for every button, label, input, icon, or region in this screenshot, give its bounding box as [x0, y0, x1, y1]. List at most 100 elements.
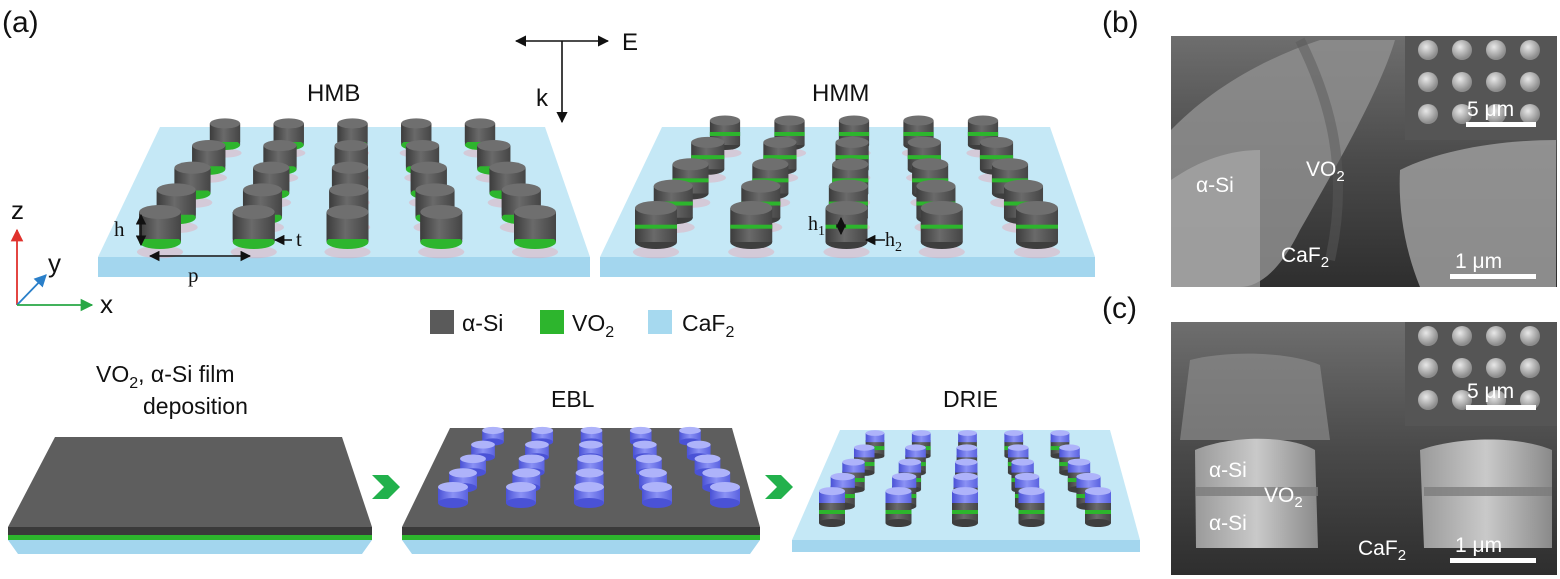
- sem-c-back-pillar: [1180, 353, 1330, 440]
- coordinate-axes: z y x: [10, 195, 113, 319]
- h2-label: h2: [885, 229, 902, 255]
- sem-b-label-si: α-Si: [1196, 174, 1234, 197]
- sem-image-b: α-Si VO2 CaF2 1 μm 5 μm: [1171, 36, 1557, 287]
- t-label: t: [296, 227, 302, 251]
- hmm-substrate-side: [600, 257, 1095, 277]
- panel-a-label: (a): [2, 6, 39, 39]
- sem-b-scale-bar-main: [1450, 274, 1536, 279]
- polarization-indicator: E k: [514, 29, 638, 124]
- inset-pillar-dot: [1520, 358, 1540, 378]
- hmm-array: [600, 115, 1095, 277]
- process-arrow-2: [765, 475, 793, 499]
- drie-pillar: [1018, 487, 1045, 527]
- hmm-pillar: [728, 201, 775, 259]
- legend-caf2-label: CaF2: [682, 310, 734, 341]
- sem-c-label-si-top: α-Si: [1209, 459, 1247, 482]
- inset-pillar-dot: [1418, 40, 1438, 60]
- film-front: [8, 527, 372, 535]
- inset-pillar-dot: [1486, 40, 1506, 60]
- sem-b-vo2-band: [1295, 37, 1343, 262]
- hmb-pillar: [230, 205, 277, 259]
- inset-pillar-dot: [1418, 326, 1438, 346]
- film-substrate: [8, 540, 372, 554]
- y-axis: [16, 274, 47, 306]
- legend-si-swatch: [430, 310, 454, 334]
- inset-pillar-dot: [1520, 326, 1540, 346]
- sem-b-pillar-row-1-shadow: [1171, 150, 1260, 287]
- step3-label: DRIE: [943, 386, 998, 412]
- inset-pillar-dot: [1418, 390, 1438, 410]
- e-field-label: E: [622, 29, 638, 56]
- hmb-pillar: [324, 205, 371, 259]
- film-vo2-layer: [8, 535, 372, 540]
- hmb-substrate-side: [98, 257, 590, 277]
- hmm-pillar: [918, 201, 965, 259]
- drie-pillar: [819, 487, 845, 527]
- y-axis-label: y: [48, 248, 61, 278]
- inset-pillar-dot: [1452, 358, 1472, 378]
- sem-c-vo2-band-left: [1196, 487, 1318, 496]
- sem-b-label-caf2: CaF2: [1281, 244, 1329, 271]
- hmb-pillar: [511, 205, 559, 259]
- inset-pillar-dot: [1520, 104, 1540, 124]
- hmb-pillar: [136, 205, 184, 259]
- step2-label: EBL: [551, 386, 595, 412]
- inset-pillar-dot: [1418, 72, 1438, 92]
- inset-pillar-dot: [1486, 358, 1506, 378]
- inset-pillar-dot: [1418, 104, 1438, 124]
- legend-si-label: α-Si: [462, 310, 503, 336]
- hmm-dimensions: h1 h2: [808, 213, 902, 255]
- drie-sample: [792, 430, 1140, 552]
- legend-vo2-swatch: [540, 310, 564, 334]
- legend-caf2-swatch: [648, 310, 672, 334]
- hmm-title: HMM: [812, 80, 869, 107]
- sem-b-inset-dots: [1418, 40, 1540, 124]
- hmm-pillar: [1013, 201, 1061, 259]
- sem-b-scale-bar-inset: [1466, 122, 1536, 127]
- sem-c-label-caf2: CaF2: [1358, 537, 1406, 564]
- inset-pillar-dot: [1452, 104, 1472, 124]
- sem-c-label-vo2: VO2: [1264, 484, 1303, 511]
- sem-c-scale-label-main: 1 μm: [1455, 534, 1502, 557]
- ebl-vo2-layer: [402, 535, 760, 540]
- sem-c-label-si-bottom: α-Si: [1209, 512, 1247, 535]
- ebl-pillar: [710, 482, 740, 508]
- panel-a: (a) E k HMB h t p HMM h: [2, 6, 1140, 554]
- inset-pillar-dot: [1486, 326, 1506, 346]
- step1-label-line2: deposition: [143, 393, 248, 419]
- inset-pillar-dot: [1452, 40, 1472, 60]
- inset-pillar-dot: [1486, 72, 1506, 92]
- sem-image-c: α-Si VO2 α-Si CaF2 1 μm 5 μm: [1171, 322, 1557, 575]
- h1-label: h1: [808, 213, 825, 239]
- sem-c-scale-label-inset: 5 μm: [1467, 380, 1514, 403]
- ebl-pillar: [438, 482, 468, 508]
- step1-label-line1: VO2, α-Si film: [96, 361, 235, 392]
- hmm-pillar: [823, 201, 870, 259]
- sem-c-scale-bar-inset: [1466, 405, 1536, 410]
- sem-c-vo2-band-right: [1424, 487, 1552, 496]
- deposition-film: [8, 437, 372, 554]
- film-top: [8, 437, 372, 527]
- sem-b-scale-label-main: 1 μm: [1455, 250, 1502, 273]
- z-axis-label: z: [11, 195, 24, 225]
- p-label: p: [188, 263, 199, 287]
- drie-pillar: [885, 487, 912, 527]
- ebl-substrate: [402, 540, 760, 554]
- legend-vo2-label: VO2: [572, 310, 614, 341]
- sem-b-label-vo2: VO2: [1306, 158, 1345, 185]
- inset-pillar-dot: [1452, 326, 1472, 346]
- process-flow: VO2, α-Si film deposition EBL DRIE: [8, 361, 1140, 554]
- ebl-sample: [402, 426, 760, 554]
- process-arrow-1: [372, 475, 400, 499]
- inset-pillar-dot: [1486, 104, 1506, 124]
- hmb-array: [98, 118, 590, 277]
- drie-substrate-side: [792, 540, 1140, 552]
- inset-pillar-dot: [1520, 72, 1540, 92]
- panel-c: (c) α-Si VO2 α-Si CaF2 1 μm 5 μm: [1102, 292, 1557, 575]
- x-axis-label: x: [100, 289, 113, 319]
- sem-b-pillar-row-2: [1399, 140, 1556, 287]
- hmb-dimensions: h t p: [114, 213, 302, 287]
- inset-pillar-dot: [1520, 40, 1540, 60]
- drie-pillar: [1085, 487, 1111, 527]
- hmm-pillar: [632, 201, 680, 259]
